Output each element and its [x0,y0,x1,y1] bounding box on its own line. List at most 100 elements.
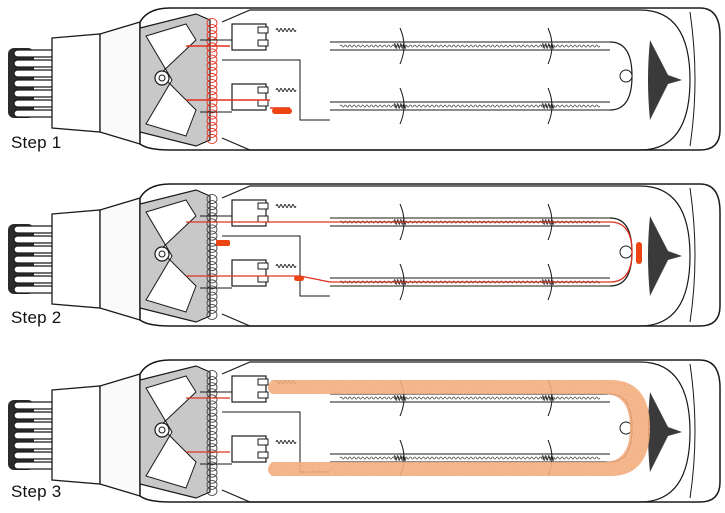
thread-ring [13,99,55,108]
terminal-pin [257,378,269,386]
terminal-spring [275,88,297,92]
terminal-spring [275,440,297,444]
arc-tube [330,101,610,111]
arc-tube [330,41,610,51]
lamp-stage-2 [8,183,721,327]
support-clip [399,27,405,65]
thread-ring [13,109,55,118]
support-coil [541,395,555,401]
getter [648,216,682,296]
thread-ring [13,411,55,420]
tube-spiral [339,44,601,48]
base-neck [99,197,141,321]
support-coil [541,103,555,109]
outer-envelope [139,183,721,327]
current-path [186,397,230,453]
ignition-coil [206,370,218,496]
terminal-pin [257,26,269,34]
step-3-label: Step 3 [11,482,62,501]
electrode-glow [294,276,304,281]
thread-ring [13,59,55,68]
thread-ring [13,49,55,58]
thread-ring [13,79,55,88]
lead-wire [200,39,330,121]
plasma-texture [268,380,650,476]
thread-ring [13,89,55,98]
thread-ring [13,245,55,254]
screw-base-icon [8,21,141,145]
tube-spiral [339,396,601,400]
terminal-spring [275,264,297,268]
thread-ring [13,431,55,440]
support-clip [547,27,553,65]
terminal-pin [257,438,269,446]
terminal-pin [257,86,269,94]
thread-ring [13,69,55,78]
stem-window [145,23,197,137]
base-shell [51,209,101,309]
current-path [186,221,633,283]
thread-ring [13,421,55,430]
envelope-reflection [689,11,696,147]
terminal-pin [257,391,269,399]
arc-tube [330,217,610,227]
arc-strike-glow [636,242,642,264]
terminal-pin [257,215,269,223]
tube-spiral [339,104,601,108]
stem-window [145,199,197,313]
support-coil [393,395,407,401]
terminal-pin [257,99,269,107]
u-bend-ring [619,245,633,259]
stem-eyelet-inner [158,74,166,82]
thread-ring [13,461,55,470]
base-neck [99,373,141,497]
support-coil [541,455,555,461]
starter-glow [272,108,292,114]
terminal-pin [257,39,269,47]
thread-ring [13,255,55,264]
tube-spiral [339,456,601,460]
support-clip [547,87,553,125]
thread-ring [13,441,55,450]
lamp-stage-1 [8,7,721,151]
thread-ring [13,225,55,234]
terminal-pin [257,202,269,210]
terminal-pin [257,262,269,270]
terminal-spring [275,28,297,32]
terminal-pin [257,275,269,283]
thread-ring [13,265,55,274]
frame-wire [221,9,691,151]
heater-glow [216,240,230,246]
stem-eyelet-inner [158,426,166,434]
thread-ring [13,235,55,244]
frame-wire [221,361,691,503]
support-coil [393,455,407,461]
support-coil [541,43,555,49]
thread-ring [13,451,55,460]
outer-envelope [139,7,721,151]
terminal-pin [257,451,269,459]
stem-window [145,375,197,489]
getter [648,40,682,120]
stem-eyelet-inner [158,250,166,258]
getter [648,392,682,472]
base-shell [51,33,101,133]
step-2-label: Step 2 [11,308,62,327]
step-1-label: Step 1 [11,133,62,152]
support-coil [393,43,407,49]
envelope-reflection [689,187,696,323]
ignition-coil [206,18,218,144]
base-neck [99,21,141,145]
frame-wire [221,185,691,327]
ignition-coil [206,194,218,320]
thread-ring [13,401,55,410]
screw-base-icon [8,373,141,497]
screw-base-icon [8,197,141,321]
lamp-stage-3 [8,359,721,503]
support-clip [399,87,405,125]
u-bend-ring [619,69,633,83]
envelope-reflection [689,363,696,499]
support-coil [393,103,407,109]
